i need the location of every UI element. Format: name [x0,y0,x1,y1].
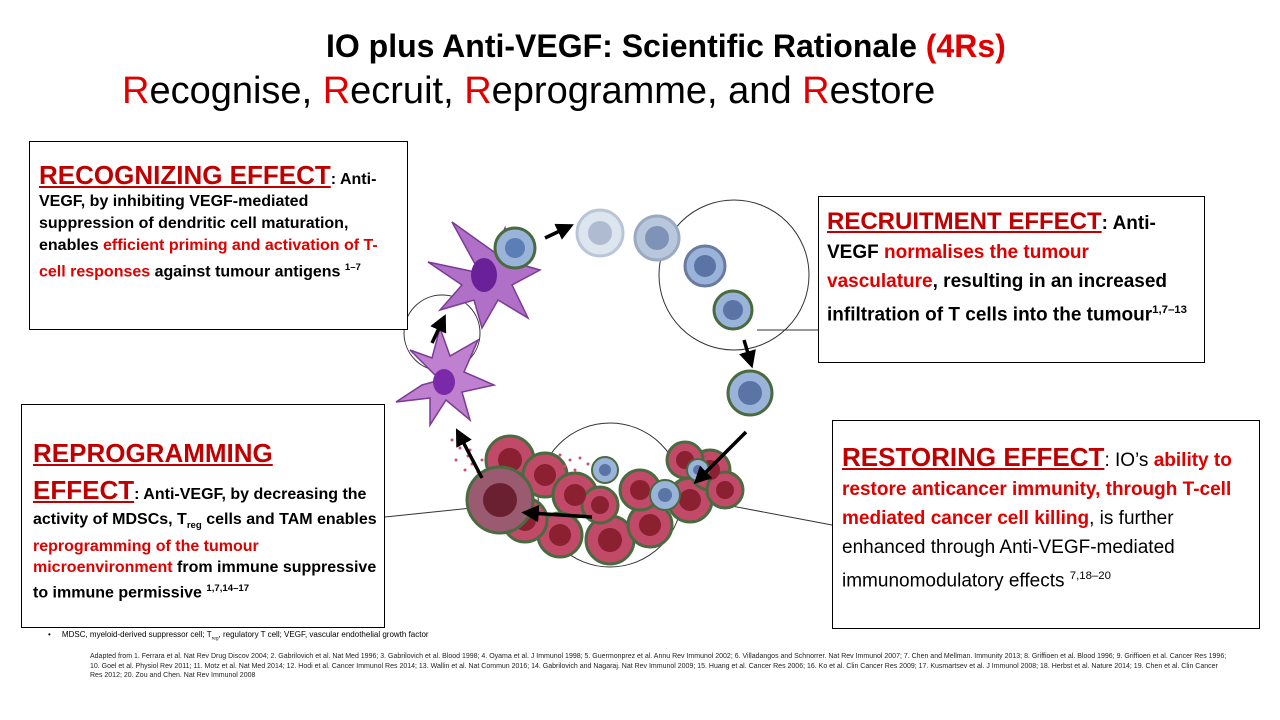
t-cell [493,226,537,270]
flow-arrow [739,339,756,369]
t-cell-activated [726,369,774,417]
restoring-text: IO’s [1115,450,1154,471]
references-footnote: Adapted from 1. Ferrara et al. Nat Rev D… [90,653,1227,679]
flow-arrow [430,314,447,344]
t-cell [712,289,754,331]
reference-superscript: 1,7,14–17 [206,583,250,595]
subtitle-cap: R [464,70,492,112]
title-main: IO plus Anti-VEGF: Scientific Rationale [326,28,926,64]
separator: : [1104,450,1115,471]
treg-subscript: reg [211,636,219,642]
reprogramming-heading: REPROGRAMMING [33,438,273,468]
subtitle-word: ecognise, [149,70,323,112]
title-accent: (4Rs) [925,28,1006,64]
flow-arrow [455,428,484,479]
recruitment-heading: RECRUITMENT EFFECT [827,208,1102,235]
reference-superscript: 1–7 [344,262,361,273]
reprogramming-heading: EFFECT [33,475,135,505]
recognizing-effect-box: RECOGNIZING EFFECT: Anti-VEGF, by inhibi… [29,141,408,330]
vegf-particles [450,438,590,474]
separator: : [134,486,144,503]
recruitment-text: Anti-VEGF [827,213,1156,263]
treg-subscript: reg [186,520,202,532]
abbrev-text: MDSC, myeloid-derived suppressor cell; T [61,630,212,639]
dendritic-cell-immature [395,325,497,428]
recruitment-text: , resulting in an increased infiltration… [827,271,1168,326]
recognizing-text: Anti-VEGF, by inhibiting VEGF-mediated s… [39,171,377,254]
reprogramming-text: cells and TAM enables [201,511,377,528]
flow-arrow [544,223,574,240]
restoring-text: , is further enhanced through Anti-VEGF-… [842,508,1175,592]
separator: : [1101,213,1113,234]
abbreviations-footnote: • MDSC, myeloid-derived suppressor cell;… [48,630,429,642]
tumour-mass [465,434,745,566]
reprogramming-highlight: reprogramming of the tumour microenviron… [33,538,259,577]
reprogramming-text: Anti-VEGF, by decreasing the activity of… [33,486,367,528]
subtitle-cap: R [322,70,351,112]
subtitle-word: eprogramme, and [491,70,803,112]
restoring-effect-box: RESTORING EFFECT: IO’s ability to restor… [832,420,1260,629]
t-cell-naive [633,214,681,262]
slide-subtitle: Recognise, Recruit, Reprogramme, and Res… [122,70,935,113]
reprogramming-effect-box: REPROGRAMMING EFFECT: Anti-VEGF, by decre… [21,404,385,628]
flow-arrow [693,430,748,485]
recognizing-heading: RECOGNIZING EFFECT [39,160,331,190]
recruitment-effect-box: RECRUITMENT EFFECT: Anti-VEGF normalises… [818,196,1205,363]
reference-superscript: 7,18–20 [1069,570,1111,582]
recognizing-text: against tumour antigens [150,263,345,281]
subtitle-word: ecruit, [350,70,465,112]
restoring-heading: RESTORING EFFECT [842,442,1105,472]
zoom-circle [658,199,810,351]
reference-superscript: 1,7–13 [1152,304,1187,316]
abbrev-text: , regulatory T cell; VEGF, vascular endo… [218,630,429,639]
reprogramming-text: from immune suppressive to immune permis… [33,559,377,602]
restoring-highlight: ability to restore anticancer immunity, … [842,450,1232,529]
recruitment-highlight: normalises the tumour vasculature [827,242,1089,292]
subtitle-word: estore [829,70,936,112]
flow-arrow [521,504,593,523]
t-cell [683,244,727,288]
t-cell-naive [575,208,625,258]
subtitle-cap: R [802,70,830,112]
subtitle-cap: R [122,70,150,112]
recognizing-highlight: efficient priming and activation of T-ce… [39,237,378,281]
slide-title: IO plus Anti-VEGF: Scientific Rationale … [326,28,1006,65]
separator: : [330,171,340,188]
